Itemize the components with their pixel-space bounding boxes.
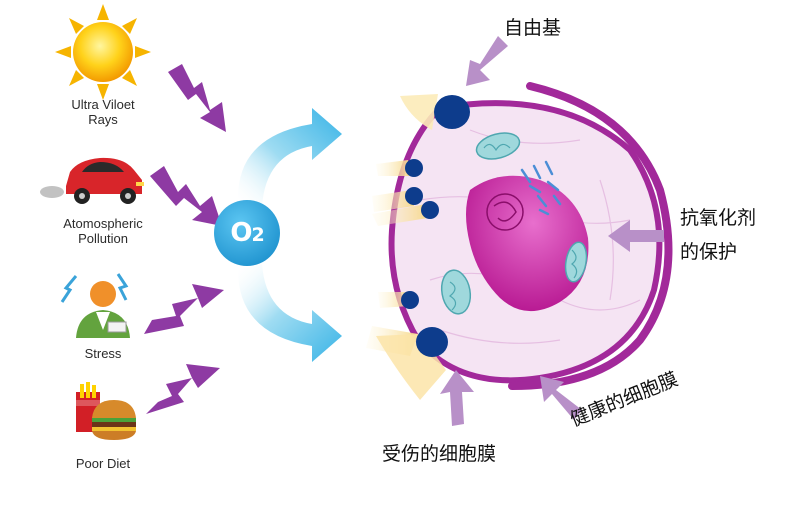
label-free-radical: 自由基 [504, 17, 562, 39]
oxygen-molecule [214, 200, 280, 266]
source-label-line: Stress [84, 346, 122, 361]
free-radical-dot [416, 327, 448, 357]
label-damaged-membrane: 受伤的细胞膜 [382, 443, 497, 465]
source-label-uv: Ultra Viloet Rays [43, 97, 163, 127]
zigzag-arrow-diet [146, 364, 220, 414]
mitochondrion [440, 269, 472, 315]
sun-icon [55, 4, 151, 100]
pointer-arrows [440, 36, 664, 426]
stressed-person-icon [60, 273, 130, 338]
zigzag-arrow-uv [168, 64, 226, 132]
healthy-membrane-segment [508, 82, 673, 390]
pointer-arrow-damaged [440, 370, 474, 426]
source-label-diet: Poor Diet [43, 456, 163, 471]
free-radical-dot [405, 187, 423, 205]
free-radical-dot [405, 159, 423, 177]
label-antioxidant-line1: 抗氧化剂 [680, 207, 757, 229]
free-radical-dot [401, 291, 419, 309]
curved-arrow-down [238, 264, 342, 362]
oxygen-arrows [238, 108, 342, 362]
fast-food-icon [74, 382, 136, 440]
source-label-stress: Stress [43, 346, 163, 361]
zigzag-arrow-stress [144, 284, 224, 334]
zigzag-arrow-pollution [150, 166, 222, 226]
zigzag-arrows [144, 64, 226, 414]
free-radical-dot [421, 201, 439, 219]
oxygen-subscript: 2 [251, 224, 264, 246]
source-label-line: Atomospheric [63, 216, 143, 231]
source-label-line: Ultra Viloet [71, 97, 135, 112]
source-label-line: Poor Diet [75, 456, 131, 471]
source-label-pollution: Atomospheric Pollution [43, 216, 163, 246]
oxygen-symbol: O [230, 218, 252, 248]
source-label-line: Rays [88, 112, 118, 127]
cell [388, 82, 673, 390]
free-radicals [366, 94, 470, 400]
pointer-arrow-free-radical [466, 36, 508, 86]
nucleus [466, 175, 589, 312]
car-icon [40, 157, 144, 204]
label-antioxidant-line2: 的保护 [680, 241, 738, 263]
mitochondrion [475, 132, 521, 160]
oxygen-label: O2 [214, 200, 280, 266]
pointer-arrow-antioxidant [608, 220, 664, 252]
pointer-arrow-healthy [540, 376, 582, 420]
source-label-line: Pollution [78, 231, 128, 246]
free-radical-dot [434, 95, 470, 129]
chromosome-marks [520, 160, 562, 216]
mitochondrion [564, 241, 588, 283]
curved-arrow-up [238, 108, 342, 206]
